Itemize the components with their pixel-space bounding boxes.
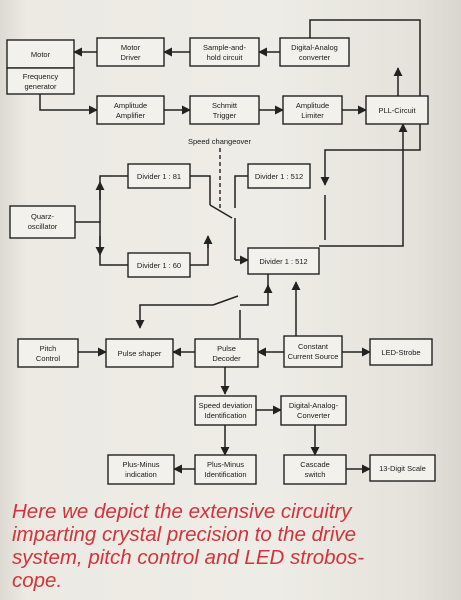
block-divider-60: Divider 1 : 60: [127, 252, 191, 278]
wire-divider60-to-switch: [190, 240, 209, 266]
block-speed-deviation-line2: Identification: [204, 411, 246, 420]
block-pm-indication-line2: indication: [125, 470, 157, 479]
block-motor-driver-line2: Driver: [121, 53, 142, 62]
block-divider-81: Divider 1 : 81: [127, 163, 191, 189]
block-digital-analog-converter-bottom: Digital-Analog- Converter: [280, 395, 347, 426]
block-divider-512-mid: Divider 1 : 512: [247, 247, 320, 275]
wire-divider81-to-switch: [190, 175, 211, 205]
block-pulse-shaper-label: Pulse shaper: [118, 349, 162, 358]
block-motor-driver: Motor Driver: [96, 37, 165, 67]
block-constant-current-source: Constant Current Source: [283, 335, 343, 368]
block-dac-top-line1: Digital-Analog: [291, 43, 338, 52]
block-divider-60-label: Divider 1 : 60: [137, 261, 181, 270]
block-pitch-control: Pitch Control: [17, 338, 79, 368]
block-amplitude-amplifier: Amplitude Amplifier: [96, 95, 165, 125]
block-pm-indication-line1: Plus-Minus: [122, 460, 159, 469]
block-pitch-control-line1: Pitch: [40, 344, 57, 353]
block-schmitt-trigger-line2: Trigger: [213, 111, 237, 120]
block-divider-512-mid-label: Divider 1 : 512: [259, 257, 307, 266]
block-pulse-shaper: Pulse shaper: [105, 338, 174, 368]
wire-switch2-right: [240, 300, 269, 306]
block-pulse-decoder-line1: Pulse: [217, 344, 236, 353]
caption: Here we depict the extensive circuitry i…: [12, 500, 457, 592]
block-cascade-switch-line2: switch: [305, 470, 326, 479]
block-led-strobe: LED-Strobe: [369, 338, 433, 366]
block-schmitt-trigger: Schmitt Trigger: [189, 95, 260, 125]
wire-quartz-down: [99, 222, 128, 266]
block-sample-hold-line1: Sample-and-: [203, 43, 246, 52]
block-frequency-generator: Frequency generator: [6, 67, 75, 95]
block-quartz-oscillator-line2: oscillator: [28, 222, 58, 231]
block-amplitude-limiter: Amplitude Limiter: [282, 95, 343, 125]
block-amplitude-limiter-line1: Amplitude: [296, 101, 329, 110]
block-divider-512-top-label: Divider 1 : 512: [255, 172, 303, 181]
caption-line-4: cope.: [12, 569, 63, 592]
block-amplitude-limiter-line2: Limiter: [301, 111, 324, 120]
block-constant-current-line2: Current Source: [288, 352, 339, 361]
block-sample-hold-line2: hold circuit: [207, 53, 244, 62]
block-schmitt-trigger-line1: Schmitt: [212, 101, 238, 110]
block-pll-circuit-label: PLL-Circuit: [378, 106, 416, 115]
wire-switch-to-divider512: [234, 175, 248, 208]
block-divider-81-label: Divider 1 : 81: [137, 172, 181, 181]
block-cascade-switch: Cascade switch: [283, 454, 347, 485]
block-dac-bottom-line2: Converter: [297, 411, 330, 420]
block-speed-deviation: Speed deviation Identification: [194, 395, 257, 426]
block-motor: Motor: [6, 39, 75, 69]
block-constant-current-line1: Constant: [298, 342, 329, 351]
wire-freq-gen-to-amp: [39, 94, 98, 115]
block-digital-analog-converter-top: Digital-Analog converter: [279, 37, 350, 67]
block-13-digit-scale: 13-Digit Scale: [369, 454, 436, 482]
caption-line-1: Here we depict the extensive circuitry: [12, 500, 352, 523]
block-plus-minus-identification: Plus-Minus Identification: [194, 454, 257, 485]
wire-quartz-up: [75, 175, 128, 223]
caption-line-2: imparting crystal precision to the drive: [12, 523, 357, 546]
wire-switch2-left: [139, 304, 213, 320]
speed-switch-contact: [209, 204, 233, 219]
block-motor-label: Motor: [31, 50, 51, 59]
block-plus-minus-indication: Plus-Minus indication: [107, 454, 175, 485]
block-pulse-decoder: Pulse Decoder: [194, 338, 259, 368]
block-divider-512-top: Divider 1 : 512: [247, 163, 311, 189]
block-frequency-generator-line1: Frequency: [23, 72, 59, 81]
block-led-strobe-label: LED-Strobe: [381, 348, 420, 357]
block-cascade-switch-line1: Cascade: [300, 460, 330, 469]
block-quartz-oscillator-line1: Quarz-: [31, 212, 54, 221]
block-amplitude-amplifier-line1: Amplitude: [114, 101, 147, 110]
block-dac-top-line2: converter: [299, 53, 331, 62]
wire-top-loop: [309, 19, 421, 186]
block-speed-deviation-line1: Speed deviation: [199, 401, 253, 410]
block-frequency-generator-line2: generator: [24, 82, 57, 91]
block-quartz-oscillator: Quarz- oscillator: [9, 205, 76, 239]
speed-changeover-label: Speed changeover: [188, 137, 251, 146]
second-switch-contact: [212, 295, 239, 306]
wire-divider512-to-pll: [319, 123, 408, 247]
block-13-digit-scale-label: 13-Digit Scale: [379, 464, 426, 473]
block-pm-identification-line1: Plus-Minus: [207, 460, 244, 469]
wires: [39, 19, 421, 474]
block-dac-bottom-line1: Digital-Analog-: [289, 401, 339, 410]
block-pulse-decoder-line2: Decoder: [212, 354, 241, 363]
block-pitch-control-line2: Control: [36, 354, 61, 363]
block-sample-hold: Sample-and- hold circuit: [189, 37, 260, 67]
block-pll-circuit: PLL-Circuit: [365, 95, 429, 125]
block-motor-driver-line1: Motor: [121, 43, 141, 52]
block-amplitude-amplifier-line2: Amplifier: [116, 111, 146, 120]
caption-line-3: system, pitch control and LED strobos-: [12, 546, 365, 569]
block-pm-identification-line2: Identification: [204, 470, 246, 479]
